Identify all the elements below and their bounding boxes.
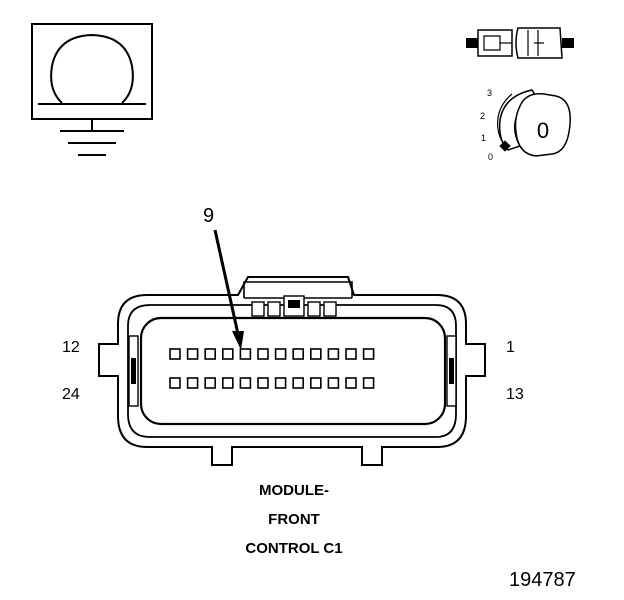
pin-cavity-15: [327, 377, 340, 389]
pin-label-bottom-right: 13: [506, 386, 524, 403]
caption-line-1: MODULE-: [259, 482, 329, 499]
connector-cavity: [139, 316, 447, 426]
omega-icon: [50, 33, 134, 104]
pin-label-top-right: 1: [506, 339, 515, 356]
pin-cavity-7: [257, 348, 269, 360]
pin-label-top-left: 12: [62, 339, 80, 356]
key-position-2: 2: [480, 111, 485, 121]
pin-label-bottom-left: 24: [62, 386, 80, 403]
pin-cavity-18: [274, 377, 287, 389]
pin-cavity-17: [292, 377, 305, 389]
connector-face: [98, 276, 486, 466]
pin-cavity-9: [222, 348, 234, 360]
pin-cavity-21: [222, 377, 234, 389]
pin-cavity-16: [309, 377, 322, 389]
ohmmeter-symbol: [31, 23, 153, 156]
pin-cavity-12: [169, 348, 181, 360]
figure-number: 194787: [509, 569, 576, 591]
pin-cavity-13: [362, 377, 375, 389]
disconnected-connector-icon: [466, 27, 574, 59]
pin-cavities: [169, 348, 375, 389]
pin-cavity-10: [204, 348, 216, 360]
pin-cavity-2: [345, 348, 357, 360]
pin-cavity-5: [292, 348, 305, 360]
key-head: [514, 93, 571, 157]
pin-cavity-22: [204, 377, 216, 389]
key-position-indicator: [499, 140, 511, 152]
pin-cavity-11: [186, 348, 199, 360]
key-position-arc: [497, 93, 513, 147]
pin-cavity-24: [169, 377, 181, 389]
key-label: 0: [537, 118, 549, 143]
pin-cavity-3: [327, 348, 340, 360]
caption-line-3: CONTROL C1: [245, 540, 342, 557]
pin-cavity-1: [362, 348, 375, 360]
pin-cavity-23: [186, 377, 199, 389]
pin-cavity-4: [309, 348, 322, 360]
pin-cavity-20: [239, 377, 252, 389]
pin-cavity-19: [257, 377, 269, 389]
connector-latch: [243, 281, 353, 317]
connector-side-key-right: [446, 335, 457, 407]
connector-side-key-left: [128, 335, 139, 407]
key-position-3: 3: [487, 88, 492, 98]
pin-cavity-14: [345, 377, 357, 389]
pin-cavity-6: [274, 348, 287, 360]
key-position-0: 0: [488, 152, 493, 162]
key-position-1: 1: [481, 133, 486, 143]
connector-housing-rim: [127, 304, 457, 438]
pin-callout-arrow: [213, 229, 244, 350]
caption-line-2: FRONT: [268, 511, 320, 528]
pin-callout-label: 9: [203, 205, 214, 227]
ignition-key-icon: 0 3 2 1 0: [480, 88, 571, 162]
pin-cavity-8: [239, 348, 252, 360]
